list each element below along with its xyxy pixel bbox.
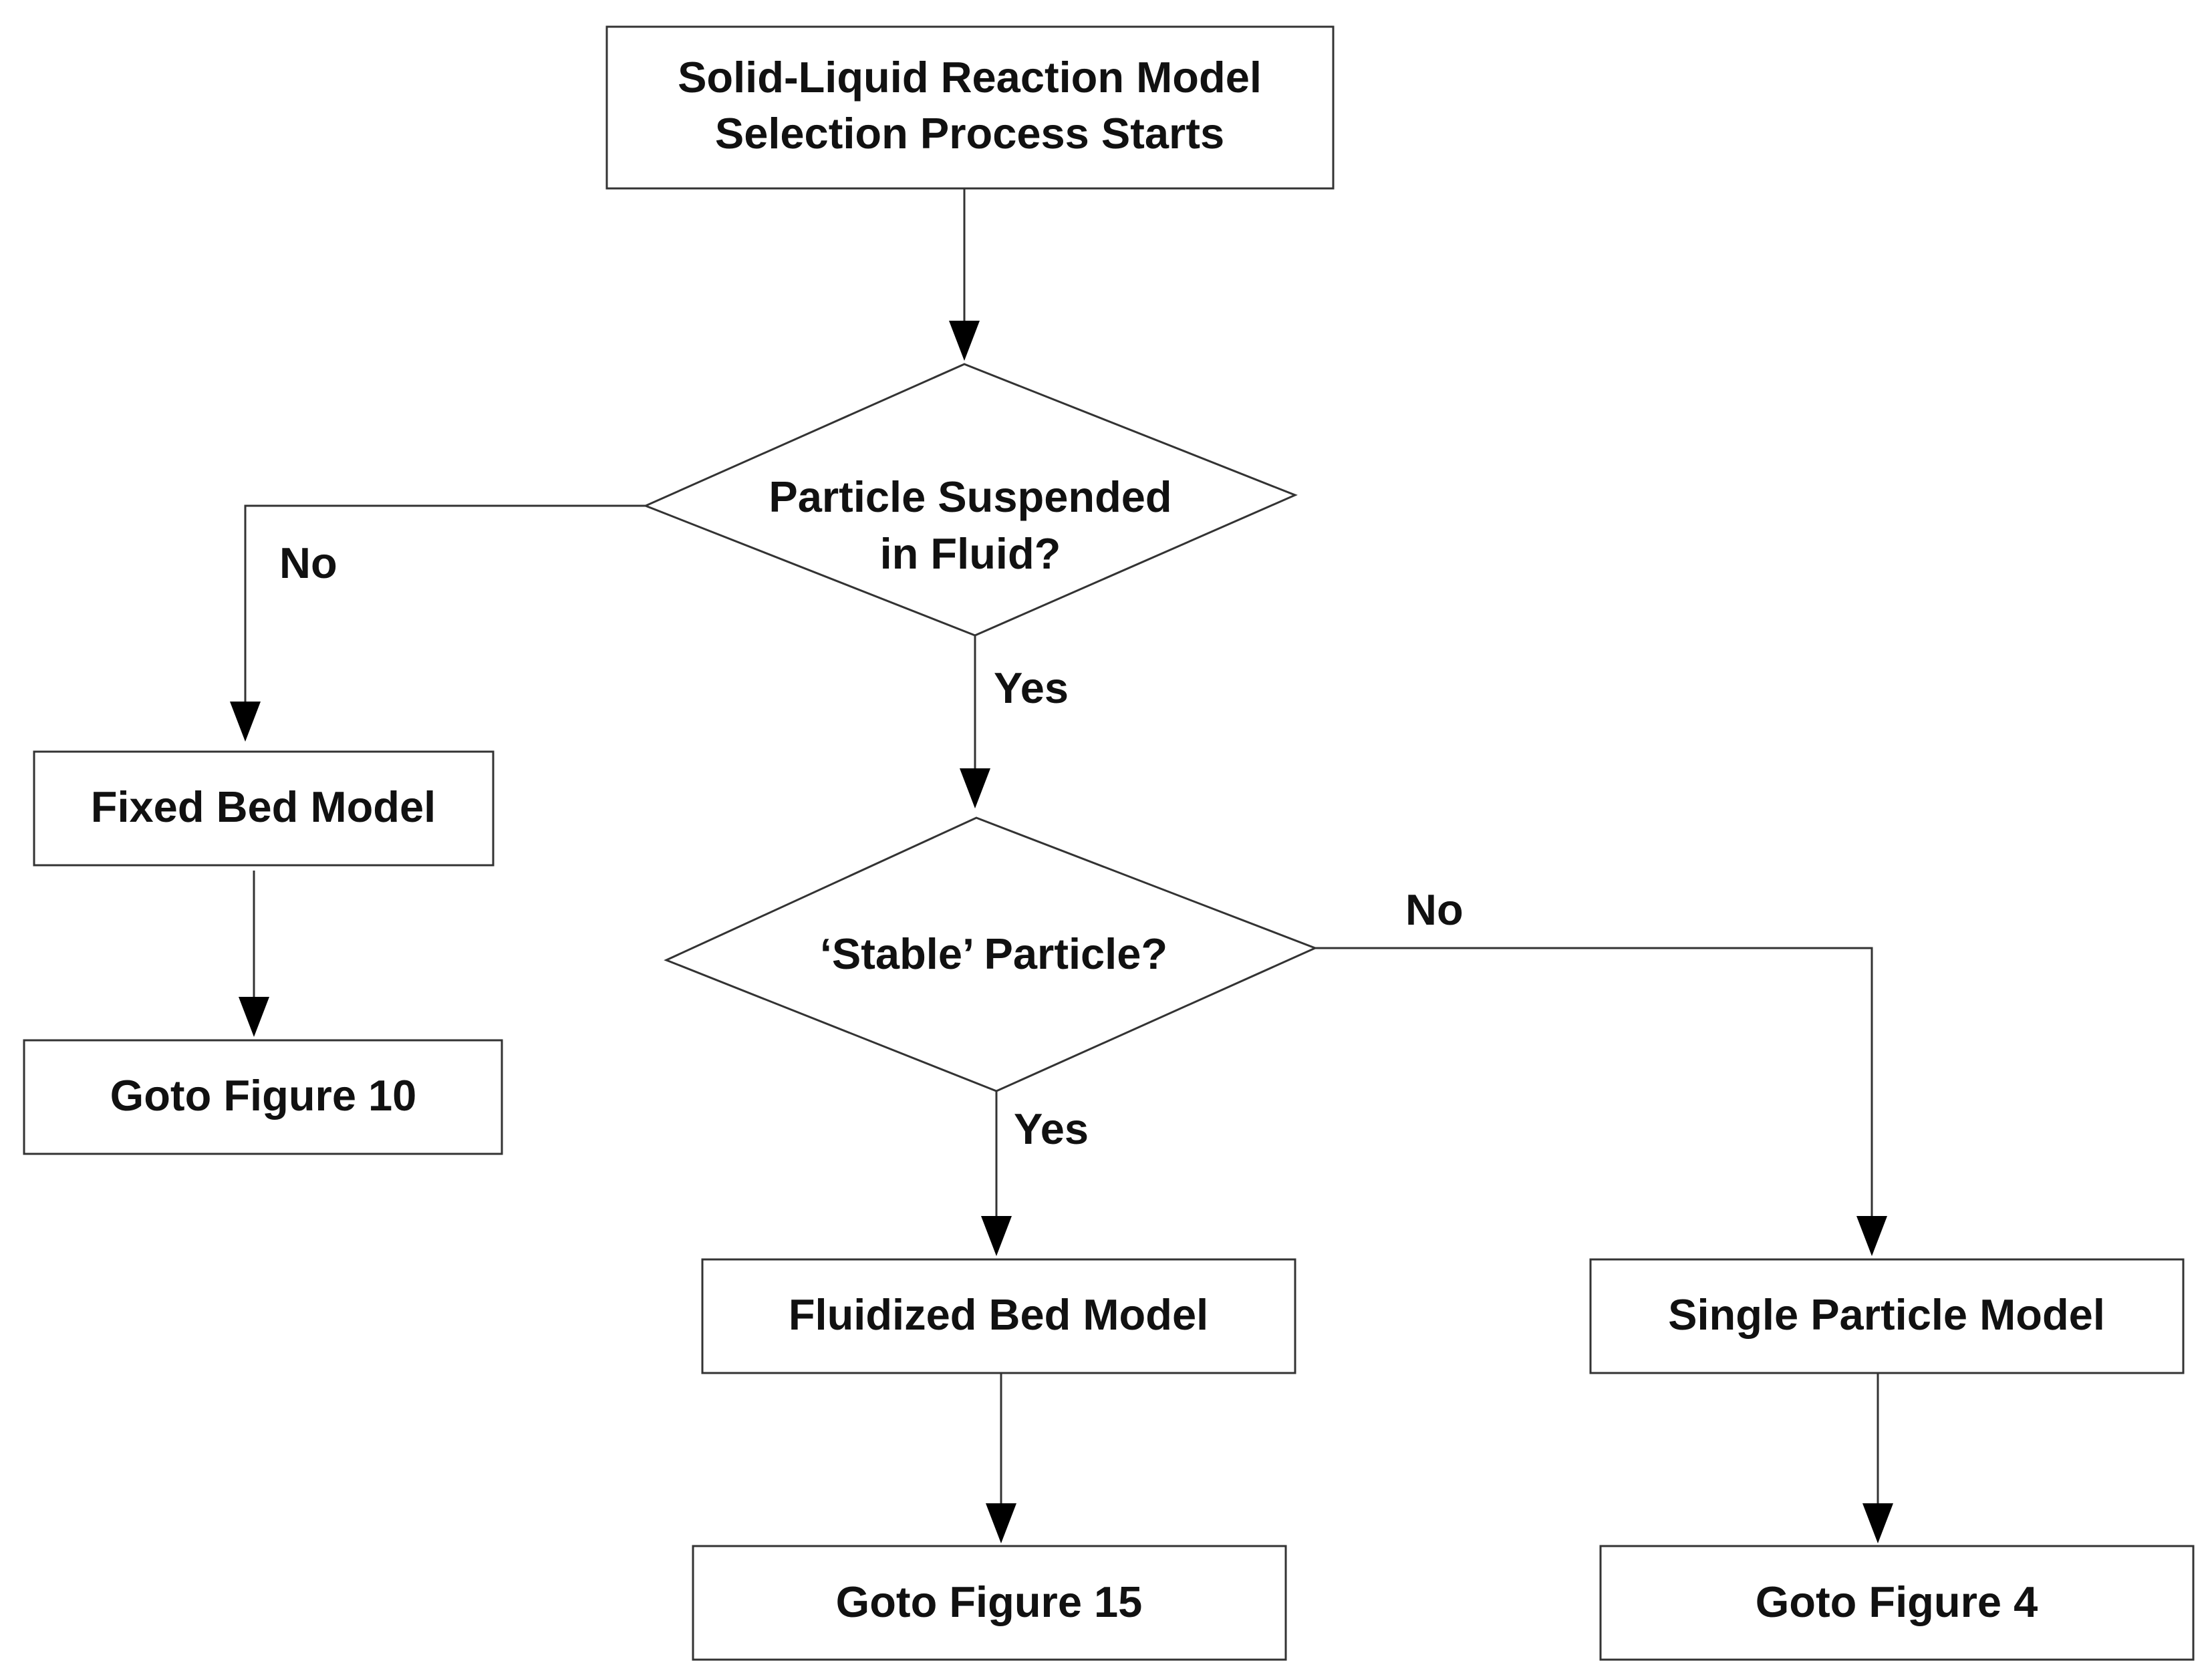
- edge-stable-yes: Yes: [981, 1091, 1089, 1256]
- start-node: Solid-Liquid Reaction Model Selection Pr…: [605, 25, 1335, 190]
- decision-stable-node: ‘Stable’ Particle?: [664, 816, 1318, 1092]
- goto-figure-10-node: Goto Figure 10: [23, 1039, 503, 1155]
- single-particle-label: Single Particle Model: [1668, 1290, 2105, 1339]
- edge-label-yes: Yes: [1014, 1104, 1089, 1153]
- decision-suspended-label-line1: Particle Suspended: [769, 472, 1171, 521]
- edge-fluidized-to-fig15: [986, 1373, 1016, 1543]
- decision-stable-label: ‘Stable’ Particle?: [820, 929, 1167, 978]
- fixed-bed-label: Fixed Bed Model: [91, 782, 436, 831]
- arrowhead: [986, 1503, 1016, 1543]
- start-node-label-line2: Selection Process Starts: [715, 109, 1224, 158]
- fixed-bed-node: Fixed Bed Model: [33, 750, 495, 867]
- edge-single-to-fig4: [1862, 1373, 1893, 1543]
- arrowhead: [960, 768, 990, 808]
- goto-figure-4-node: Goto Figure 4: [1599, 1545, 2195, 1661]
- arrowhead: [1856, 1216, 1887, 1256]
- edge-label-no: No: [1405, 885, 1464, 934]
- goto-figure-10-label: Goto Figure 10: [110, 1071, 417, 1120]
- goto-figure-4-label: Goto Figure 4: [1756, 1577, 2038, 1626]
- start-node-label-line1: Solid-Liquid Reaction Model: [678, 53, 1262, 102]
- fluidized-bed-label: Fluidized Bed Model: [789, 1290, 1208, 1339]
- edge-label-no: No: [279, 539, 337, 587]
- goto-figure-15-label: Goto Figure 15: [836, 1577, 1143, 1626]
- edge-suspended-yes: Yes: [960, 635, 1069, 808]
- decision-suspended-label-line2: in Fluid?: [880, 529, 1061, 578]
- single-particle-node: Single Particle Model: [1589, 1258, 2185, 1374]
- edge-stable-no: No: [1315, 885, 1887, 1256]
- edge-label-yes: Yes: [994, 663, 1069, 712]
- arrowhead: [981, 1216, 1012, 1256]
- goto-figure-15-node: Goto Figure 15: [692, 1545, 1287, 1661]
- arrowhead: [1862, 1503, 1893, 1543]
- arrowhead: [230, 702, 261, 742]
- edge-start-to-suspended: [949, 188, 980, 361]
- edge-suspended-no: No: [230, 504, 646, 742]
- fluidized-bed-node: Fluidized Bed Model: [701, 1258, 1296, 1374]
- arrowhead: [239, 997, 269, 1037]
- edge-fixed-bed-to-fig10: [239, 871, 269, 1037]
- decision-suspended-node: Particle Suspended in Fluid?: [643, 363, 1298, 637]
- arrowhead: [949, 321, 980, 361]
